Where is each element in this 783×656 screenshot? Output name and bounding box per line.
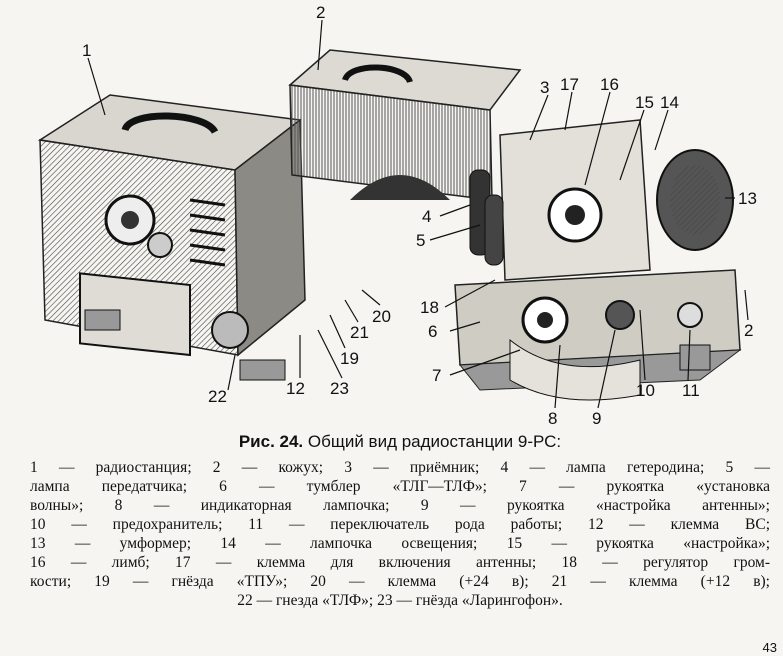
legend-line: кости; 19 — гнёзда «ТПУ»; 20 — клемма (+… bbox=[30, 573, 770, 590]
callout-9: 9 bbox=[592, 409, 601, 428]
callout-4: 4 bbox=[422, 207, 431, 226]
callout-21: 21 bbox=[350, 323, 369, 342]
radio-station-illustration: 1 2 3 17 16 15 14 13 4 5 18 6 7 8 9 10 1… bbox=[37, 3, 757, 428]
callout-labels: 1 2 3 17 16 15 14 13 4 5 18 6 7 8 9 10 1… bbox=[82, 3, 757, 428]
callout-23: 23 bbox=[330, 379, 349, 398]
housing-unit bbox=[288, 49, 522, 201]
callout-2: 2 bbox=[316, 3, 325, 22]
callout-12: 12 bbox=[286, 379, 305, 398]
callout-7: 7 bbox=[432, 366, 441, 385]
legend-line: волны»; 8 — индикаторная лампочка; 9 — р… bbox=[30, 497, 770, 514]
legend-line: 1 — радиостанция; 2 — кожух; 3 — приёмни… bbox=[30, 459, 770, 476]
radio-station-unit bbox=[37, 94, 306, 381]
callout-3: 3 bbox=[540, 78, 549, 97]
callout-22: 22 bbox=[208, 387, 227, 406]
callout-18: 18 bbox=[420, 298, 439, 317]
callout-16: 16 bbox=[600, 75, 619, 94]
receiver-chassis bbox=[454, 119, 742, 401]
caption-title: Рис. 24. Общий вид радиостанции 9-РС: bbox=[30, 432, 770, 452]
callout-20: 20 bbox=[372, 307, 391, 326]
callout-2-right: 2 bbox=[744, 321, 753, 340]
page-number: 43 bbox=[762, 640, 777, 655]
caption-label: Рис. 24. bbox=[238, 432, 304, 451]
legend-line: 22 — гнезда «ТЛФ»; 23 — гнёзда «Ларингоф… bbox=[237, 592, 563, 609]
illustration-svg: 1 2 3 17 16 15 14 13 4 5 18 6 7 8 9 10 1… bbox=[37, 3, 757, 428]
callout-11: 11 bbox=[682, 381, 700, 400]
callout-17: 17 bbox=[560, 75, 579, 94]
legend-line: 13 — умформер; 14 — лампочка освещения; … bbox=[30, 535, 770, 552]
legend-line: 10 — предохранитель; 11 — переключатель … bbox=[30, 516, 770, 533]
callout-13: 13 bbox=[738, 189, 757, 208]
callout-15: 15 bbox=[635, 93, 654, 112]
callout-19: 19 bbox=[340, 349, 359, 368]
callout-14: 14 bbox=[660, 93, 679, 112]
leader-lines bbox=[87, 19, 749, 409]
legend-line: лампа передатчика; 6 — тумблер «ТЛГ—ТЛФ»… bbox=[30, 478, 770, 495]
callout-10: 10 bbox=[636, 381, 655, 400]
callout-1: 1 bbox=[82, 41, 91, 60]
figure-caption: Рис. 24. Общий вид радиостанции 9-РС: 1 … bbox=[30, 432, 770, 610]
figure-legend: 1 — радиостанция; 2 — кожух; 3 — приёмни… bbox=[30, 458, 770, 610]
caption-text: Общий вид радиостанции 9-РС: bbox=[307, 432, 562, 451]
callout-5: 5 bbox=[416, 231, 425, 250]
legend-line: 16 — лимб; 17 — клемма для включения ант… bbox=[30, 554, 770, 571]
callout-8: 8 bbox=[548, 409, 557, 428]
callout-6: 6 bbox=[428, 322, 437, 341]
